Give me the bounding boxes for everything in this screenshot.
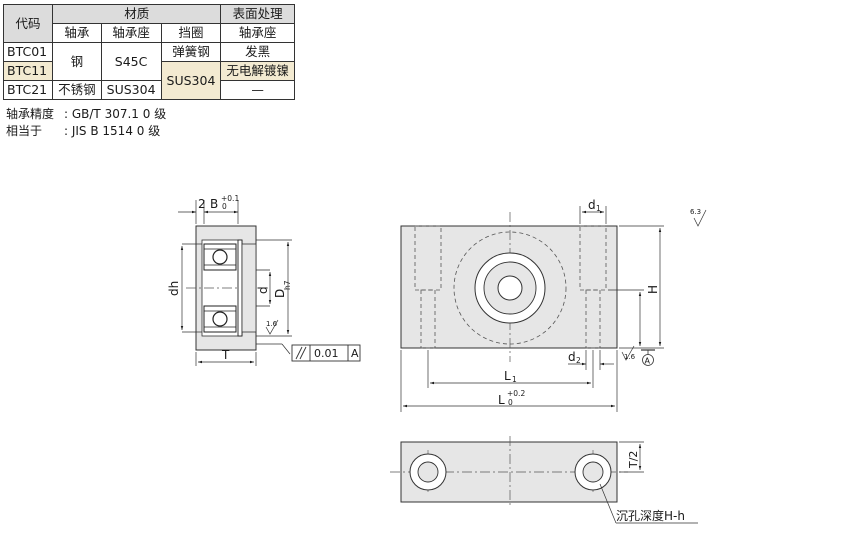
cell-ring-merged: SUS304 [160, 61, 222, 100]
cell-housing: SUS304 [100, 80, 162, 100]
dim-B-tol-low: 0 [222, 202, 227, 211]
roughness-icon [265, 319, 279, 335]
side-view: 2 B +0.1 0 dh d D h7 1.6 T [167, 194, 361, 366]
counterbore-depth-label: 沉孔深度H-h [616, 508, 685, 523]
note-label: 相当于 [6, 124, 43, 138]
roughness-side: 1.6 [266, 320, 278, 328]
note-value: : GB/T 307.1 0 级 [64, 107, 167, 121]
bearing-upper [203, 243, 237, 271]
subheader-bearing: 轴承 [52, 23, 102, 43]
dim-d1-sub: 1 [596, 204, 601, 213]
dim-B-tol-up: +0.1 [221, 194, 239, 203]
dim-d2-sub: 2 [576, 356, 581, 365]
bottom-view: T/2 沉孔深度H-h [390, 436, 698, 524]
cell-surface: 发黑 [220, 42, 295, 62]
table-row: BTC21 不锈钢 SUS304 — [2, 80, 295, 100]
dim-L-tol-low: 0 [508, 398, 513, 407]
retaining-ring [237, 239, 243, 337]
header-material: 材质 [52, 4, 222, 24]
cell-bearing: 不锈钢 [52, 80, 102, 100]
table-row: BTC01 钢 S45C 弹簧钢 发黑 [2, 42, 295, 81]
roughness-top: 6.3 [690, 208, 701, 216]
datum-icon [642, 354, 654, 366]
header-surface: 表面处理 [220, 4, 295, 24]
dim-D-sub: h7 [283, 280, 292, 290]
dim-dh: dh [167, 281, 181, 296]
cell-surface: — [220, 80, 295, 100]
spec-table: 代码 材质 表面处理 轴承 轴承座 挡圈 轴承座 BTC01 钢 S45C 弹簧… [2, 4, 295, 100]
note-equivalent: 相当于 : JIS B 1514 0 级 [6, 123, 160, 139]
dim-L1: L [504, 369, 511, 383]
dim-d2: d [568, 350, 576, 364]
dim-H: H [646, 285, 660, 294]
header-code: 代码 [2, 4, 54, 43]
dim-B: B [210, 197, 218, 211]
note-value: : JIS B 1514 0 级 [64, 124, 161, 138]
row-code: BTC21 [2, 80, 54, 100]
front-view: d 1 6.3 H 1.6 A d 2 L 1 [400, 198, 707, 412]
parallelism-icon [295, 346, 303, 360]
parallel-datum: A [351, 347, 359, 360]
bearing-lower [203, 305, 237, 333]
dim-T: T [221, 348, 230, 362]
subheader-housing: 轴承座 [100, 23, 162, 43]
roughness-icon [693, 209, 707, 227]
dim-d1: d [588, 198, 596, 212]
parallelism-tolerance-frame: 0.01 A [291, 344, 361, 362]
dim-D: D [273, 289, 287, 298]
subheader-ring: 挡圈 [160, 23, 222, 43]
dim-T-half: T/2 [627, 451, 640, 469]
roughness-icon [621, 345, 635, 361]
note-precision: 轴承精度 : GB/T 307.1 0 级 [6, 106, 166, 122]
dim-L-tol-up: +0.2 [507, 389, 525, 398]
row-code: BTC11 [2, 61, 54, 81]
dim-L: L [498, 393, 505, 407]
parallel-value: 0.01 [314, 347, 339, 360]
roughness-front: 1.6 [624, 353, 636, 361]
cell-ring: 弹簧钢 [160, 42, 222, 62]
datum-label: A [645, 357, 651, 366]
dim-L1-sub: 1 [512, 375, 517, 384]
dim-d: d [256, 286, 270, 294]
dim-two: 2 [198, 197, 206, 211]
note-label: 轴承精度 [6, 107, 55, 121]
cell-housing-merged: S45C [100, 42, 162, 81]
